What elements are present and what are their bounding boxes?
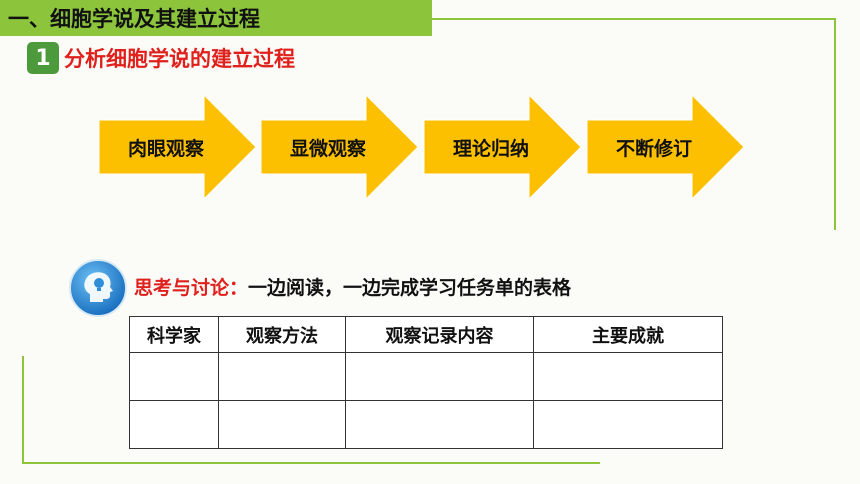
table-cell[interactable]	[218, 352, 346, 401]
frame-line-top	[432, 18, 836, 20]
table-cell[interactable]	[345, 352, 534, 401]
arrow-shape	[98, 94, 257, 200]
section-title: 分析细胞学说的建立过程	[64, 47, 295, 71]
process-step-3: 理论归纳	[423, 94, 583, 200]
table-header-cell: 科学家	[129, 316, 219, 353]
process-step-label: 理论归纳	[452, 137, 529, 160]
table-header-cell: 观察记录内容	[345, 316, 534, 353]
table-cell[interactable]	[218, 400, 346, 449]
table-cell[interactable]	[533, 352, 723, 401]
discussion-label: 思考与讨论：	[134, 277, 249, 299]
arrow-shape	[423, 94, 582, 200]
process-step-2: 显微观察	[260, 94, 420, 200]
table-header-cell: 主要成就	[533, 316, 723, 353]
thinking-head-icon	[68, 258, 128, 318]
table-cell[interactable]	[129, 352, 219, 401]
section-number-badge: 1	[27, 42, 59, 74]
table-row	[129, 352, 723, 401]
process-step-4: 不断修订	[586, 94, 746, 200]
table-cell[interactable]	[533, 400, 723, 449]
table-cell[interactable]	[345, 400, 534, 449]
table-header-row: 科学家 观察方法 观察记录内容 主要成就	[129, 316, 723, 353]
process-step-1: 肉眼观察	[98, 94, 258, 200]
discussion-text: 一边阅读，一边完成学习任务单的表格	[248, 277, 572, 299]
frame-line-right	[834, 18, 836, 230]
frame-line-bottom	[22, 462, 600, 464]
frame-line-left	[22, 356, 24, 464]
process-step-label: 显微观察	[289, 137, 366, 160]
table-cell[interactable]	[129, 400, 219, 449]
header-bar: 一、细胞学说及其建立过程	[0, 0, 432, 36]
task-table: 科学家 观察方法 观察记录内容 主要成就	[129, 316, 723, 449]
process-step-label: 肉眼观察	[127, 137, 204, 160]
table-row	[129, 400, 723, 449]
arrow-shape	[260, 94, 419, 200]
header-title: 一、细胞学说及其建立过程	[8, 7, 260, 31]
table-header-cell: 观察方法	[218, 316, 346, 353]
arrow-shape	[586, 94, 745, 200]
process-step-label: 不断修订	[615, 137, 692, 160]
discussion-prompt: 思考与讨论：一边阅读，一边完成学习任务单的表格	[134, 273, 571, 300]
